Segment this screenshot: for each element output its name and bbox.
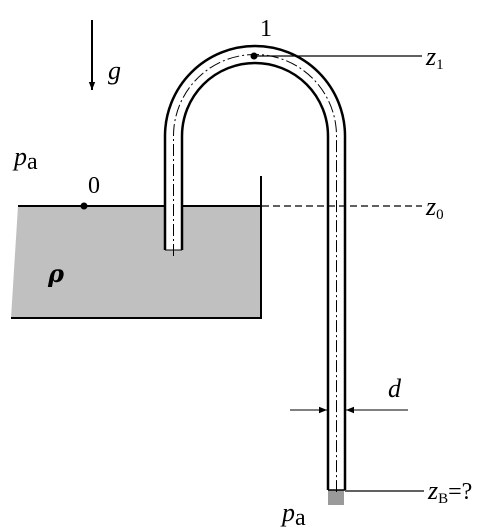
gravity-label: g xyxy=(108,56,121,85)
outflow-jet xyxy=(328,490,344,505)
siphon-tube-interior xyxy=(165,46,345,476)
density-label: ρ xyxy=(47,259,65,288)
point-0-marker xyxy=(80,202,88,210)
pa-bottom-label: pa xyxy=(280,498,306,529)
z1-label: z1 xyxy=(425,42,444,73)
siphon-inner-wall xyxy=(180,61,330,490)
siphon-outer-wall xyxy=(163,44,347,490)
diameter-label: d xyxy=(388,374,402,403)
point-1-label: 1 xyxy=(260,16,272,42)
pa-top-label: pa xyxy=(12,142,38,175)
z0-label: z0 xyxy=(425,192,444,223)
zB-label: zB=? xyxy=(427,476,472,507)
point-0-label: 0 xyxy=(88,173,100,199)
liquid-fill xyxy=(11,206,260,318)
